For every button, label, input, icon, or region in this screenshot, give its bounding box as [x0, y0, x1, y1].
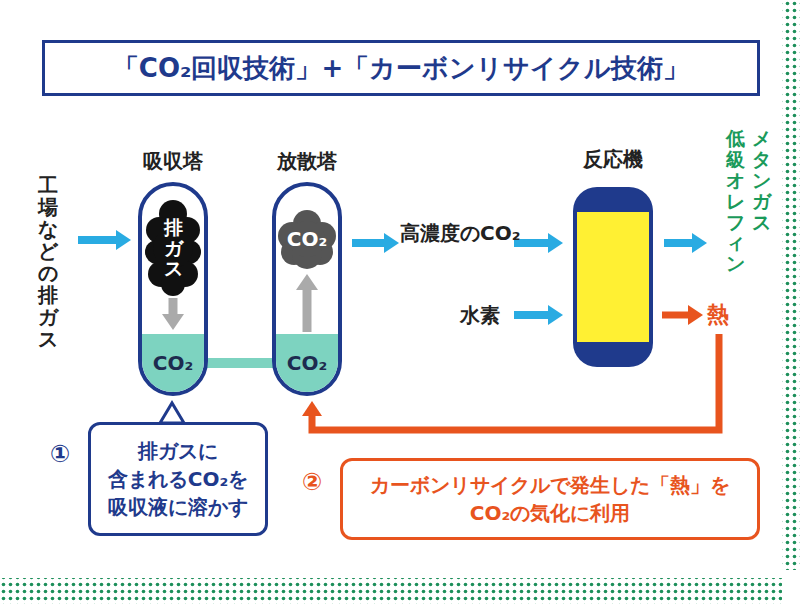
- title-box: 「CO₂回収技術」+「カーボンリサイクル技術」: [42, 40, 760, 96]
- title-text: 「CO₂回収技術」+「カーボンリサイクル技術」: [113, 51, 689, 86]
- node-heading: 反応機: [583, 146, 643, 173]
- node-text: 排ガス: [164, 217, 183, 280]
- exhaust-cloud: 排ガス: [145, 200, 201, 296]
- callout-number: ①: [50, 440, 70, 468]
- product-label: メタンガス: [752, 128, 771, 232]
- flow-arrow: [514, 239, 548, 247]
- flow-arrow: [664, 239, 692, 247]
- input-label: 水素: [460, 302, 500, 329]
- callout-box: カーボンリサイクルで発生した「熱」を CO₂の気化に利用: [340, 458, 760, 540]
- co2-gas-cloud: CO₂: [276, 208, 338, 270]
- dotted-border: [782, 0, 800, 570]
- reactor: 反応機: [570, 184, 656, 370]
- stripping-tower: 放散塔CO₂CO₂: [272, 182, 342, 396]
- flow-arrow: [352, 239, 384, 247]
- node-heading: 吸収塔: [143, 148, 203, 175]
- callout-box: 排ガスに 含まれるCO₂を 吸収液に溶かす: [88, 422, 268, 536]
- node-text: 排ガスに 含まれるCO₂を 吸収液に溶かす: [108, 439, 248, 519]
- heat-return-arrow: [312, 334, 719, 430]
- heat-arrow: [662, 312, 688, 319]
- node-text: カーボンリサイクルで発生した「熱」を CO₂の気化に利用: [370, 473, 730, 525]
- flow-arrow: [514, 311, 548, 319]
- callout-number: ②: [302, 468, 322, 496]
- product-label: 低級オレフィン: [726, 128, 745, 274]
- node-text: CO₂: [153, 351, 193, 375]
- flow-connector: [303, 288, 312, 332]
- node-heading: 放散塔: [277, 148, 337, 175]
- absorbent-liquid: CO₂: [276, 334, 338, 392]
- flow-label: 高濃度のCO₂: [400, 220, 504, 247]
- callout-tail: [160, 403, 184, 423]
- node-text: CO₂: [287, 227, 327, 251]
- absorption-tower: 吸収塔排ガスCO₂: [138, 182, 208, 396]
- flow-connector: [169, 298, 178, 316]
- source-label: 工場などの排ガス: [38, 174, 58, 350]
- pipe-connector: [204, 358, 276, 368]
- flow-arrow: [78, 236, 116, 244]
- node-text: CO₂: [287, 351, 327, 375]
- dotted-border: [0, 578, 782, 604]
- absorbent-liquid: CO₂: [142, 334, 204, 392]
- heat-label: 熱: [707, 300, 729, 330]
- reactor-vessel: [570, 184, 656, 370]
